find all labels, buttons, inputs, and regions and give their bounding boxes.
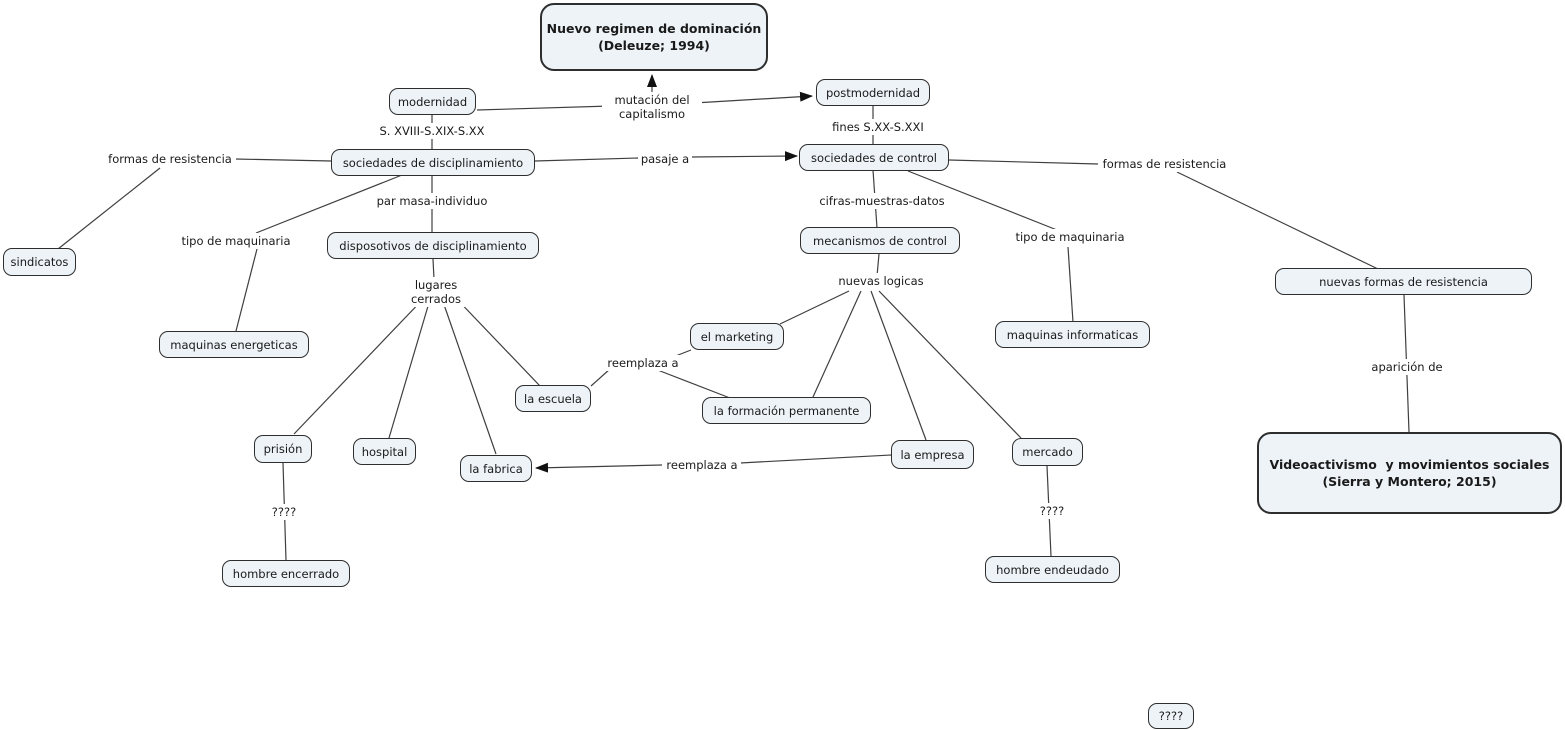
edge-sociedades-disciplinamiento-pasaje bbox=[534, 157, 640, 162]
concept-sociedades-control[interactable]: sociedades de control bbox=[799, 144, 949, 171]
edge-lugares-cerrados-hospital bbox=[388, 295, 432, 439]
edge-formas-resistencia-izq-sindicatos bbox=[57, 167, 161, 250]
concept-la-escuela[interactable]: la escuela bbox=[515, 385, 591, 412]
linking-phrase-siglos-modernidad[interactable]: S. XVIII-S.XIX-S.XX bbox=[368, 123, 496, 139]
concept-mercado[interactable]: mercado bbox=[1012, 438, 1083, 466]
edge-nuevas-logicas-mercado bbox=[878, 290, 1022, 439]
linking-phrase-nuevas-logicas[interactable]: nuevas logicas bbox=[836, 273, 926, 289]
edge-modernidad-mutacion bbox=[476, 105, 612, 111]
edge-nuevas-logicas-formacion bbox=[812, 290, 862, 398]
edge-pasaje-sociedades-control-arrow bbox=[690, 151, 798, 162]
edge-nuevas-logicas-el-marketing bbox=[779, 290, 850, 325]
linking-phrase-pasaje-a[interactable]: pasaje a bbox=[638, 151, 692, 167]
concept-nuevo-regimen[interactable]: Nuevo regimen de dominación (Deleuze; 19… bbox=[540, 3, 768, 71]
linking-phrase-cifras-muestras-datos[interactable]: cifras-muestras-datos bbox=[815, 193, 949, 209]
concept-mecanismos-control[interactable]: mecanismos de control bbox=[800, 227, 960, 254]
linking-phrase-formas-resistencia-izq[interactable]: formas de resistencia bbox=[104, 151, 236, 167]
concept-modernidad[interactable]: modernidad bbox=[389, 88, 476, 115]
concept-la-empresa[interactable]: la empresa bbox=[891, 440, 974, 469]
linking-phrase-par-masa-individuo[interactable]: par masa-individuo bbox=[373, 193, 491, 209]
concept-postmodernidad[interactable]: postmodernidad bbox=[816, 79, 930, 106]
concept-dispositivos-disciplinamiento[interactable]: disposotivos de disciplinamiento bbox=[327, 232, 539, 259]
edge-lugares-cerrados-prision bbox=[293, 295, 427, 435]
edge-nuevas-logicas-la-empresa bbox=[870, 290, 927, 441]
linking-phrase-reemplaza-a-1[interactable]: reemplaza a bbox=[604, 355, 682, 371]
concept-prision[interactable]: prisión bbox=[254, 435, 312, 463]
concept-maquinas-informaticas[interactable]: maquinas informaticas bbox=[995, 321, 1150, 348]
edge-sociedades-control-tipo-maquinaria-der bbox=[907, 170, 1058, 231]
edge-sociedades-disciplinamiento-tipo-maquinaria-izq bbox=[255, 174, 403, 234]
concept-nuevas-formas-resistencia[interactable]: nuevas formas de resistencia bbox=[1275, 268, 1532, 295]
edge-tipo-maquinaria-der-maquinas-informaticas bbox=[1067, 246, 1074, 323]
edge-mutacion-postmodernidad-arrow bbox=[693, 91, 813, 104]
edge-la-empresa-reemplaza2 bbox=[739, 454, 892, 464]
concept-hospital[interactable]: hospital bbox=[353, 438, 416, 465]
linking-phrase-aparicion-de[interactable]: aparición de bbox=[1369, 359, 1445, 375]
linking-phrase-mutacion-capitalismo[interactable]: mutación del capitalismo bbox=[602, 92, 702, 122]
linking-phrase-reemplaza-a-2[interactable]: reemplaza a bbox=[663, 457, 741, 473]
linking-phrase-siglos-postmodernidad[interactable]: fines S.XX-S.XXI bbox=[826, 119, 930, 135]
concept-la-fabrica[interactable]: la fabrica bbox=[460, 455, 532, 482]
edge-dispositivos-lugares-cerrados bbox=[432, 258, 435, 280]
concept-sociedades-disciplinamiento[interactable]: sociedades de disciplinamiento bbox=[331, 149, 535, 176]
linking-phrase-tipo-maquinaria-izq[interactable]: tipo de maquinaria bbox=[178, 233, 294, 249]
linking-phrase-lugares-cerrados[interactable]: lugares cerrados bbox=[386, 277, 486, 307]
edge-sociedades-disciplinamiento-formas-resistencia-izq bbox=[234, 158, 332, 162]
concept-maquinas-energeticas[interactable]: maquinas energeticas bbox=[159, 331, 309, 358]
edge-reemplaza1-formacion bbox=[654, 368, 731, 399]
linking-phrase-interrogantes-der[interactable]: ???? bbox=[1037, 503, 1067, 519]
edge-tipo-maquinaria-izq-maquinas-energeticas bbox=[235, 248, 258, 332]
concept-hombre-endeudado[interactable]: hombre endeudado bbox=[985, 556, 1120, 583]
edge-lugares-cerrados-la-escuela bbox=[451, 293, 541, 387]
linking-phrase-interrogantes-izq[interactable]: ???? bbox=[269, 504, 299, 520]
linking-phrase-formas-resistencia-der[interactable]: formas de resistencia bbox=[1098, 156, 1231, 172]
edge-reemplaza1-la-escuela bbox=[590, 368, 611, 387]
edge-formas-resistencia-der-nuevas-formas bbox=[1176, 171, 1379, 270]
linking-phrase-tipo-maquinaria-der[interactable]: tipo de maquinaria bbox=[1012, 229, 1128, 245]
concept-formacion-permanente[interactable]: la formación permanente bbox=[702, 397, 871, 424]
concept-hombre-encerrado[interactable]: hombre encerrado bbox=[222, 560, 350, 587]
concept-el-marketing[interactable]: el marketing bbox=[690, 323, 784, 350]
concept-interrogantes[interactable]: ???? bbox=[1148, 703, 1194, 729]
concept-videoactivismo[interactable]: Videoactivismo y movimientos sociales (S… bbox=[1257, 432, 1562, 514]
edge-reemplaza2-la-fabrica-arrow bbox=[535, 462, 663, 473]
edge-mecanismos-nuevas-logicas bbox=[876, 253, 880, 277]
edge-lugares-cerrados-la-fabrica bbox=[440, 295, 497, 455]
concept-sindicatos[interactable]: sindicatos bbox=[3, 248, 76, 276]
edge-sociedades-control-formas-resistencia-der bbox=[948, 159, 1099, 165]
